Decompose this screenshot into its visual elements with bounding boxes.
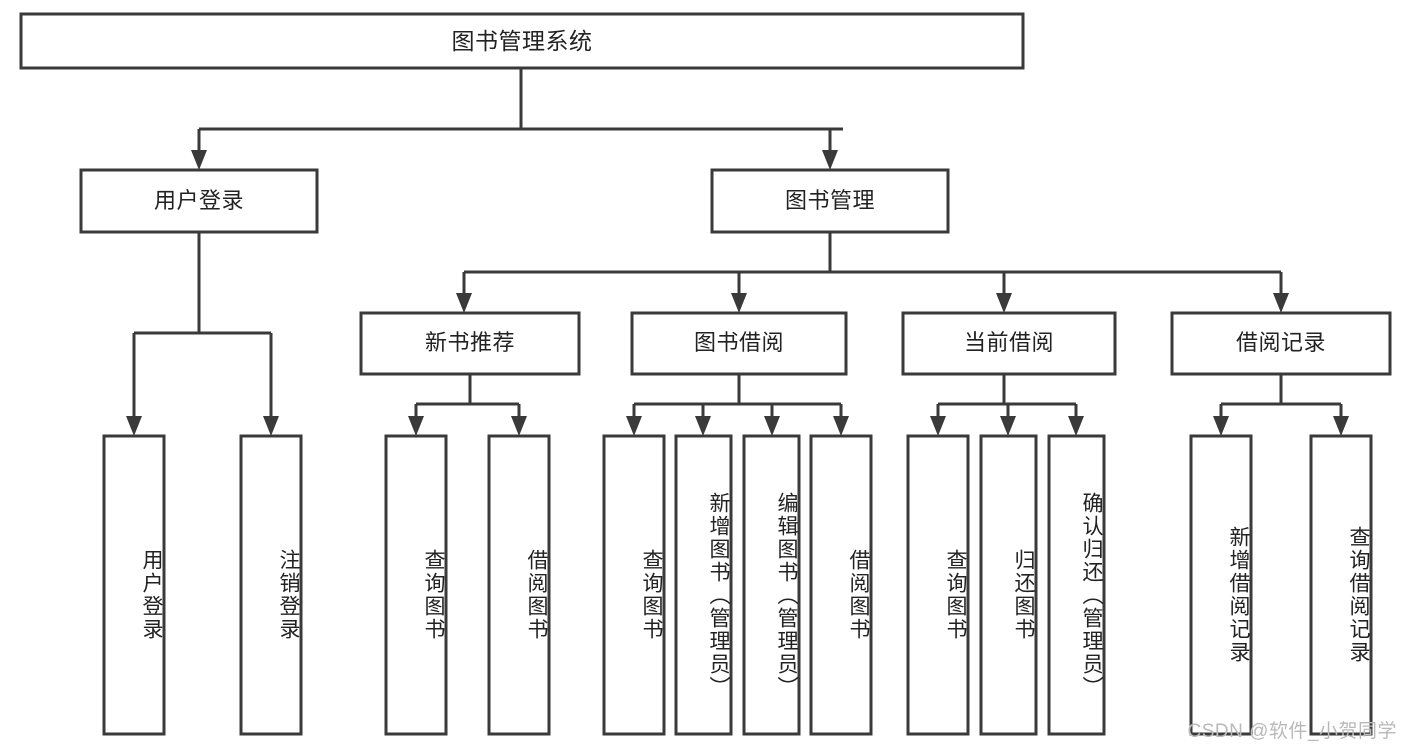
connector-borrowrecord-to-leaves — [1213, 374, 1349, 436]
leaf-new-book-0[interactable] — [384, 434, 448, 736]
leaf-borrow-record-0[interactable] — [1189, 434, 1253, 736]
node-new-book-recommend[interactable] — [359, 311, 581, 376]
leaf-book-borrow-0[interactable] — [602, 434, 666, 736]
connector-bookborrow-to-leaves — [626, 374, 849, 436]
node-user-login[interactable] — [79, 168, 319, 234]
leaf-current-borrow-1[interactable] — [979, 434, 1038, 736]
node-root[interactable] — [19, 12, 1025, 70]
node-book-borrow[interactable] — [630, 311, 848, 376]
connector-root-to-level2 — [191, 68, 843, 170]
connector-userlogin-to-leaves — [126, 232, 279, 436]
leaf-new-book-1[interactable] — [487, 434, 551, 736]
leaf-current-borrow-0[interactable] — [906, 434, 970, 736]
leaf-borrow-record-1[interactable] — [1309, 434, 1373, 736]
connector-currentborrow-to-leaves — [930, 374, 1084, 436]
leaf-user-login-0[interactable] — [102, 434, 166, 736]
connector-bookmgmt-to-level3 — [456, 232, 1289, 313]
leaf-current-borrow-2[interactable] — [1047, 434, 1106, 736]
leaf-user-login-1[interactable] — [239, 434, 303, 736]
node-book-management[interactable] — [710, 168, 950, 234]
leaf-book-borrow-2[interactable] — [742, 434, 801, 736]
leaf-book-borrow-3[interactable] — [809, 434, 873, 736]
node-current-borrow[interactable] — [901, 311, 1117, 376]
leaf-book-borrow-1[interactable] — [674, 434, 733, 736]
connector-newbook-to-leaves — [408, 374, 527, 436]
node-borrow-record[interactable] — [1170, 311, 1392, 376]
